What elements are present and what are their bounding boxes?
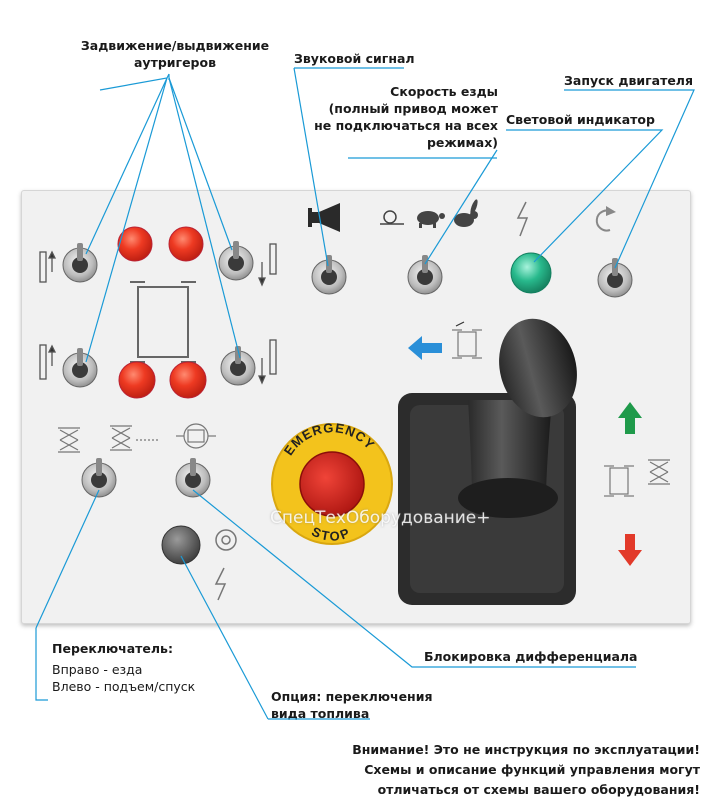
rotate-icon	[595, 206, 616, 232]
outrigger-up-icon	[39, 344, 57, 380]
diff-lock-switch[interactable]	[175, 458, 211, 498]
toggle-switch-outrigger[interactable]	[218, 241, 254, 281]
horn-icon	[308, 203, 340, 232]
rabbit-icon	[454, 199, 478, 227]
horn-label: Звуковой сигнал	[294, 51, 415, 66]
fuel-switch-icon	[214, 529, 237, 601]
scissor-lift-icon	[58, 427, 80, 453]
diff-lock-icon	[176, 423, 216, 449]
outrigger-up-icon	[39, 250, 57, 283]
mode-switch[interactable]	[81, 458, 117, 498]
indicator-lamp	[510, 252, 552, 294]
warning-lamps	[117, 226, 207, 399]
scissor-lift-icon	[648, 459, 670, 485]
speed-switch[interactable]	[407, 255, 443, 295]
steering-icon	[452, 321, 482, 359]
toggle-switch-outrigger[interactable]	[62, 348, 98, 388]
diff-lock-label: Блокировка дифференциала	[424, 649, 638, 664]
leader-lines	[35, 67, 695, 720]
fuel-option-label: Опция: переключения вида топлива	[271, 689, 433, 721]
horn-switch[interactable]	[311, 255, 347, 295]
engine-start-switch[interactable]	[597, 258, 633, 298]
lightning-icon	[516, 201, 529, 237]
scissor-lift-icons	[58, 321, 670, 497]
arrow-up-icon	[618, 402, 642, 434]
control-panel	[21, 190, 691, 624]
toggle-switch-outrigger[interactable]	[62, 243, 98, 283]
joystick[interactable]	[398, 310, 588, 605]
emergency-stop[interactable]: EMERGENCY STOP	[271, 420, 393, 545]
warning-text: Внимание! Это не инструкция по эксплуата…	[352, 742, 700, 797]
switch-label: Переключатель: Вправо - езда Влево - под…	[52, 641, 196, 694]
fuel-option-button[interactable]	[161, 525, 201, 565]
engine-start-label: Запуск двигателя	[564, 73, 693, 88]
indicator-label: Световой индикатор	[506, 112, 655, 127]
svg-text:STOP: STOP	[309, 524, 353, 544]
chassis-diagram-icon	[604, 465, 634, 497]
outrigger-icons	[39, 243, 277, 385]
stop-label: STOP	[309, 524, 351, 544]
snail-icon	[380, 210, 404, 225]
outrigger-down-icon	[258, 243, 277, 287]
outrigger-down-icon	[258, 339, 277, 385]
watermark: СпецТехОборудование+	[270, 508, 491, 528]
speed-label: Скорость езды (полный привод может не по…	[314, 84, 498, 150]
toggle-switches	[62, 241, 633, 498]
turtle-icon	[417, 211, 445, 228]
scissor-lift-icon	[110, 425, 160, 451]
outriggers-label: Задвижение/выдвижение аутригеров	[80, 38, 270, 70]
chassis-diagram-icon	[130, 281, 196, 363]
arrow-left-icon	[408, 336, 442, 360]
arrow-down-icon	[618, 534, 642, 566]
